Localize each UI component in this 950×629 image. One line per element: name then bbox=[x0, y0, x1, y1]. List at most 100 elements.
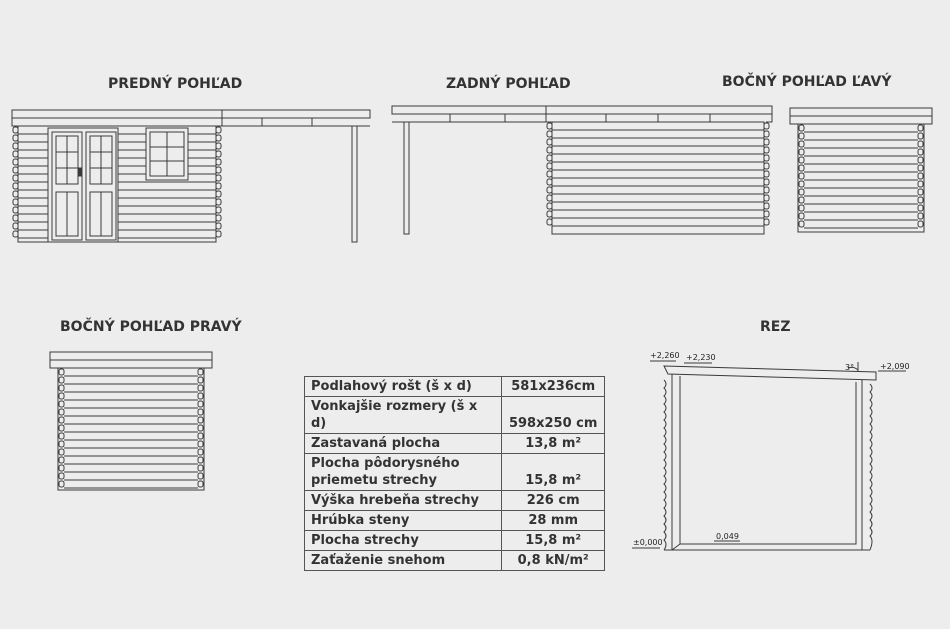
log-end bbox=[763, 138, 770, 146]
log-end bbox=[58, 376, 65, 384]
log-end bbox=[546, 162, 553, 170]
log-end bbox=[763, 218, 770, 226]
front-view-title: PREDNÝ POHĽAD bbox=[108, 76, 243, 92]
log-end bbox=[917, 140, 924, 148]
log-end bbox=[763, 202, 770, 210]
log-end bbox=[215, 142, 222, 150]
spec-value: 13,8 m² bbox=[501, 433, 605, 454]
log-end bbox=[215, 230, 222, 238]
log-end bbox=[12, 150, 19, 158]
log-end bbox=[197, 392, 204, 400]
log-end bbox=[798, 132, 805, 140]
side-right-view-title: BOČNÝ POHĽAD PRAVÝ bbox=[60, 319, 242, 335]
log-end bbox=[917, 188, 924, 196]
log-end bbox=[546, 122, 553, 130]
log-end bbox=[763, 122, 770, 130]
log-end bbox=[546, 178, 553, 186]
log-end bbox=[798, 196, 805, 204]
log-end bbox=[798, 140, 805, 148]
log-end bbox=[763, 210, 770, 218]
log-end bbox=[12, 198, 19, 206]
log-end bbox=[215, 206, 222, 214]
log-end bbox=[917, 148, 924, 156]
dim-top-right: +2,090 bbox=[880, 362, 910, 371]
spec-label: Výška hrebeňa strechy bbox=[303, 490, 503, 511]
log-end bbox=[917, 172, 924, 180]
log-end bbox=[917, 212, 924, 220]
spec-label: Vonkajšie rozmery (š x d) bbox=[303, 396, 503, 434]
log-end bbox=[12, 174, 19, 182]
log-end bbox=[917, 156, 924, 164]
section-view-title: REZ bbox=[760, 319, 791, 335]
log-end bbox=[798, 188, 805, 196]
log-end bbox=[215, 150, 222, 158]
front-view-drawing bbox=[11, 109, 371, 243]
log-end bbox=[197, 400, 204, 408]
log-end bbox=[798, 172, 805, 180]
log-end bbox=[798, 204, 805, 212]
log-end bbox=[58, 368, 65, 376]
log-end bbox=[197, 368, 204, 376]
log-end bbox=[763, 194, 770, 202]
log-end bbox=[12, 222, 19, 230]
log-end bbox=[58, 456, 65, 464]
spec-value: 15,8 m² bbox=[501, 530, 605, 551]
back-view-title: ZADNÝ POHĽAD bbox=[446, 76, 571, 92]
log-end bbox=[197, 480, 204, 488]
log-end bbox=[215, 182, 222, 190]
spec-value: 226 cm bbox=[501, 490, 605, 511]
log-end bbox=[546, 202, 553, 210]
spec-label: Zaťaženie snehom bbox=[303, 550, 503, 571]
log-end bbox=[58, 416, 65, 424]
log-end bbox=[58, 400, 65, 408]
log-end bbox=[546, 138, 553, 146]
log-end bbox=[917, 124, 924, 132]
dim-angle: 3° bbox=[845, 363, 855, 372]
log-end bbox=[546, 170, 553, 178]
log-end bbox=[546, 194, 553, 202]
spec-row: Vonkajšie rozmery (š x d)598x250 cm bbox=[303, 396, 605, 434]
section-view-drawing bbox=[632, 360, 906, 551]
log-end bbox=[917, 180, 924, 188]
log-end bbox=[197, 472, 204, 480]
log-end bbox=[763, 162, 770, 170]
spec-label: Zastavaná plocha bbox=[303, 433, 503, 454]
log-end bbox=[798, 180, 805, 188]
log-end bbox=[215, 158, 222, 166]
log-end bbox=[763, 186, 770, 194]
log-end bbox=[546, 154, 553, 162]
log-end bbox=[12, 142, 19, 150]
spec-value: 0,8 kN/m² bbox=[501, 550, 605, 571]
side-left-view-drawing bbox=[789, 107, 933, 233]
log-end bbox=[12, 158, 19, 166]
log-end bbox=[763, 130, 770, 138]
log-end bbox=[215, 222, 222, 230]
log-end bbox=[58, 448, 65, 456]
log-end bbox=[917, 132, 924, 140]
log-end bbox=[58, 392, 65, 400]
log-end bbox=[763, 170, 770, 178]
dim-floor: 0,049 bbox=[716, 532, 739, 541]
log-end bbox=[12, 190, 19, 198]
spec-value: 15,8 m² bbox=[501, 453, 605, 491]
log-end bbox=[917, 204, 924, 212]
log-end bbox=[12, 134, 19, 142]
log-end bbox=[546, 146, 553, 154]
spec-label: Hrúbka steny bbox=[303, 510, 503, 531]
log-end bbox=[197, 464, 204, 472]
log-end bbox=[763, 154, 770, 162]
log-end bbox=[546, 186, 553, 194]
spec-label: Plocha strechy bbox=[303, 530, 503, 551]
log-end bbox=[215, 174, 222, 182]
log-end bbox=[197, 408, 204, 416]
log-end bbox=[197, 432, 204, 440]
log-end bbox=[58, 480, 65, 488]
